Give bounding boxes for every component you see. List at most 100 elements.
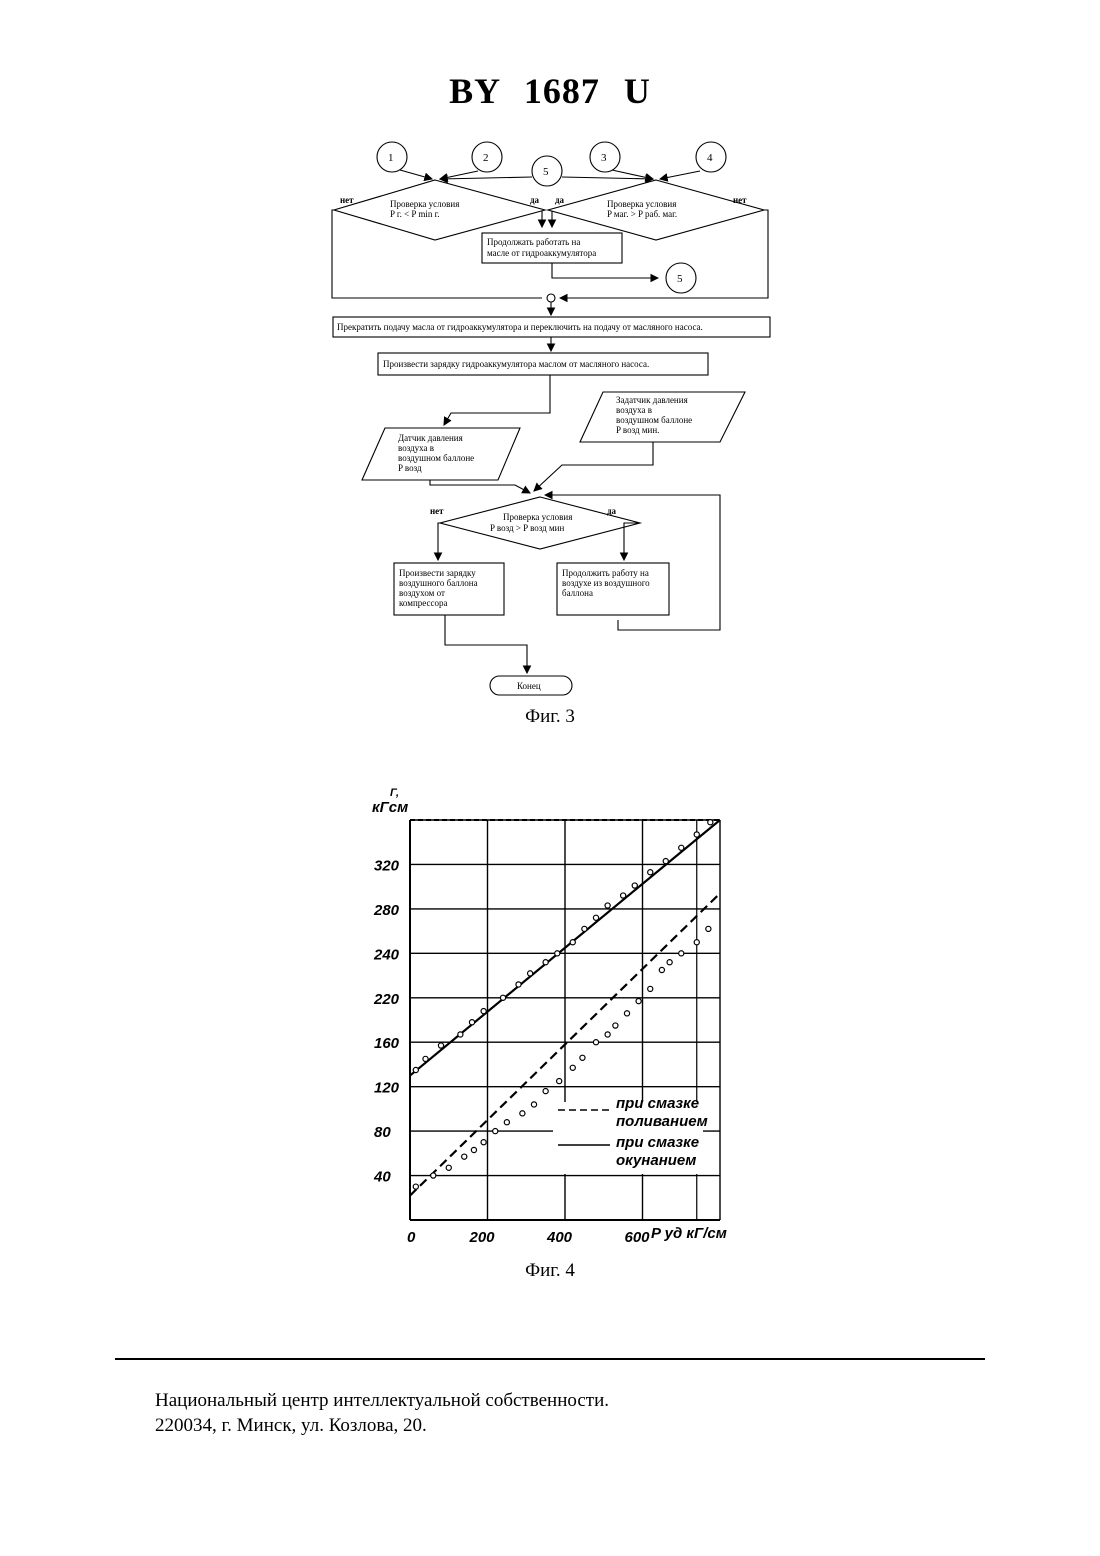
series-1-point-19 <box>648 986 653 991</box>
charge-air-line1: Произвести зарядку <box>399 568 476 578</box>
series-1-point-17 <box>624 1011 629 1016</box>
legend-dashed-1: при смазке <box>616 1095 699 1112</box>
sensor-line3: воздушном баллоне <box>398 453 474 463</box>
decision2-yes: да <box>555 195 565 205</box>
decision3-line1: Проверка условия <box>503 512 572 522</box>
connector-1-label: 1 <box>388 152 394 164</box>
series-1-point-24 <box>706 926 711 931</box>
series-0-point-18 <box>663 859 668 864</box>
chart-ylabel-2: кГсм <box>372 799 408 816</box>
sensor-line2: воздуха в <box>398 443 434 453</box>
series-1-point-14 <box>593 1040 598 1045</box>
footer: Национальный центр интеллектуальной собс… <box>155 1388 609 1438</box>
series-1-point-3 <box>462 1154 467 1159</box>
continue-air-line1: Продолжить работу на <box>562 568 649 578</box>
series-1-point-0 <box>413 1184 418 1189</box>
series-1-point-2 <box>446 1165 451 1170</box>
footer-line2: 220034, г. Минск, ул. Козлова, 20. <box>155 1413 609 1438</box>
series-0-point-20 <box>694 832 699 837</box>
series-1-point-12 <box>570 1065 575 1070</box>
decision3-no: нет <box>430 506 444 516</box>
series-0-point-13 <box>593 915 598 920</box>
series-1-point-21 <box>667 960 672 965</box>
x-tick-0: 0 <box>407 1229 416 1246</box>
legend-solid-1: при смазке <box>616 1134 699 1151</box>
chart-figure4: Г, кГсм P уд кГ/см 020040060040801201602… <box>360 780 740 1250</box>
series-1-point-1 <box>431 1173 436 1178</box>
series-0-point-9 <box>543 960 548 965</box>
series-0-point-12 <box>582 926 587 931</box>
series-1-point-16 <box>613 1023 618 1028</box>
y-tick-320: 320 <box>374 857 400 874</box>
series-0-point-2 <box>438 1043 443 1048</box>
figure4-caption: Фиг. 4 <box>0 1260 1100 1282</box>
decision1-line1: Проверка условия <box>390 199 459 209</box>
series-0-point-1 <box>423 1056 428 1061</box>
series-0-point-17 <box>648 870 653 875</box>
series-0-point-4 <box>469 1020 474 1025</box>
connector-3-label: 3 <box>601 152 607 164</box>
series-1-point-23 <box>694 940 699 945</box>
y-tick-280: 280 <box>373 902 400 919</box>
series-0-point-15 <box>621 893 626 898</box>
charge-air-line3: воздухом от <box>399 588 445 598</box>
series-0-point-11 <box>570 940 575 945</box>
series-0-point-0 <box>413 1067 418 1072</box>
decision2-no: нет <box>733 195 747 205</box>
y-tick-240: 240 <box>373 946 400 963</box>
decision3-yes: да <box>607 506 617 516</box>
chart-xlabel: P уд кГ/см <box>651 1225 727 1242</box>
series-1-point-20 <box>659 967 664 972</box>
connector-4-label: 4 <box>707 152 713 164</box>
series-1-point-4 <box>471 1147 476 1152</box>
series-1-point-11 <box>557 1079 562 1084</box>
continue-oil-line1: Продолжать работать на <box>487 237 580 247</box>
sensor-line4: P возд <box>398 463 422 473</box>
continue-air-line3: баллона <box>562 588 593 598</box>
decision1-no: нет <box>340 195 354 205</box>
series-1-point-6 <box>493 1129 498 1134</box>
decision3-line2: P возд > P возд мин <box>490 523 564 533</box>
footer-line1: Национальный центр интеллектуальной собс… <box>155 1388 609 1413</box>
series-1-point-5 <box>481 1140 486 1145</box>
series-1-point-10 <box>543 1089 548 1094</box>
series-0-point-19 <box>679 845 684 850</box>
page-header: BY 1687 U <box>0 70 1100 112</box>
y-tick-220: 220 <box>373 991 400 1008</box>
connector-2-label: 2 <box>483 152 489 164</box>
sensor-line1: Датчик давления <box>398 433 463 443</box>
series-1-point-22 <box>679 951 684 956</box>
decision1-yes: да <box>530 195 540 205</box>
setpoint-line4: P возд мин. <box>616 425 659 435</box>
series-0-point-7 <box>516 982 521 987</box>
chart-ylabel-1: Г, <box>390 787 399 799</box>
series-0-point-5 <box>481 1009 486 1014</box>
decision2-line2: P маг. > P раб. маг. <box>607 209 677 219</box>
series-1-point-15 <box>605 1032 610 1037</box>
series-1-point-7 <box>504 1120 509 1125</box>
x-tick-200: 200 <box>469 1229 496 1246</box>
series-0-point-3 <box>458 1032 463 1037</box>
stop-accumulator-text: Прекратить подачу масла от гидроаккумуля… <box>337 322 703 332</box>
connector-5-label: 5 <box>543 166 549 178</box>
x-tick-400: 400 <box>546 1229 573 1246</box>
y-tick-80: 80 <box>374 1124 391 1141</box>
continue-oil-line2: масле от гидроаккумулятора <box>487 248 596 258</box>
series-1-point-9 <box>531 1102 536 1107</box>
series-1-point-13 <box>580 1055 585 1060</box>
series-0-point-14 <box>605 903 610 908</box>
series-0-point-16 <box>632 883 637 888</box>
y-tick-40: 40 <box>373 1169 391 1186</box>
flowchart: 1 2 5 3 4 5 нет да Проверка условия P г.… <box>320 135 780 705</box>
x-tick-600: 600 <box>625 1229 651 1246</box>
series-1-point-18 <box>636 999 641 1004</box>
setpoint-line2: воздуха в <box>616 405 652 415</box>
series-1-point-8 <box>520 1111 525 1116</box>
charge-air-line4: компрессора <box>399 598 447 608</box>
series-0-point-21 <box>708 820 713 825</box>
legend-solid-2: окунанием <box>616 1152 696 1169</box>
footer-divider <box>115 1358 985 1360</box>
legend-dashed-2: поливанием <box>616 1113 708 1130</box>
y-tick-120: 120 <box>374 1080 400 1097</box>
setpoint-line1: Задатчик давления <box>616 395 688 405</box>
